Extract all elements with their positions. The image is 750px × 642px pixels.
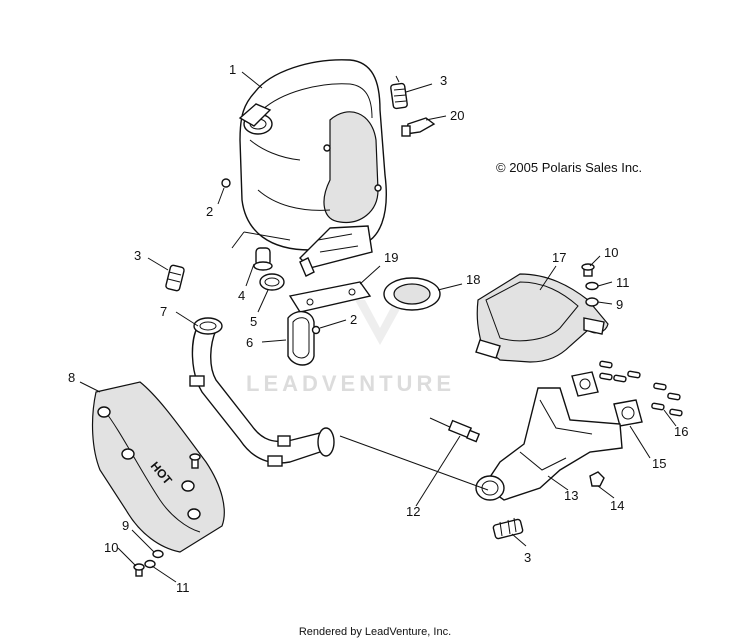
exhaust-manifold: [475, 387, 623, 501]
watermark-text: LEADVENTURE: [246, 371, 456, 396]
callout-5: 5: [250, 314, 257, 329]
copyright-text: © 2005 Polaris Sales Inc.: [496, 160, 643, 175]
studs: [599, 360, 683, 417]
gasket-oval: [287, 311, 315, 366]
spring-left: [165, 264, 185, 292]
callout-9-left: 9: [122, 518, 129, 533]
callout-19: 19: [384, 250, 398, 265]
callout-labels: 1 3 20 2 3 4 5 19 18 2 7 6 8 10 11 9 17 …: [68, 62, 688, 595]
oxygen-sensor: [429, 417, 481, 443]
callout-3-top: 3: [440, 73, 447, 88]
watermark-logo-icon: [355, 300, 405, 345]
heat-shield-right: [475, 273, 609, 363]
callout-3-left: 3: [134, 248, 141, 263]
bolt-small: [189, 453, 201, 469]
callout-9-right: 9: [616, 297, 623, 312]
spring-bottom: [492, 517, 524, 540]
callout-17: 17: [552, 250, 566, 265]
flange-gasket: [571, 371, 643, 427]
nut-right: [589, 471, 605, 487]
head-pipe: [189, 317, 335, 467]
callout-6: 6: [246, 335, 253, 350]
callout-10-right: 10: [604, 245, 618, 260]
grommet: [253, 247, 273, 271]
callout-7: 7: [160, 304, 167, 319]
callout-12: 12: [406, 504, 420, 519]
callout-10-left: 10: [104, 540, 118, 555]
gasket-ring: [383, 277, 441, 311]
callout-2-mid: 2: [350, 312, 357, 327]
callout-14: 14: [610, 498, 624, 513]
callout-15: 15: [652, 456, 666, 471]
callout-3-bottom: 3: [524, 550, 531, 565]
heat-shield-left: HOT: [91, 381, 225, 553]
callout-18: 18: [466, 272, 480, 287]
callout-11-right: 11: [616, 275, 630, 290]
footer-text: Rendered by LeadVenture, Inc.: [298, 626, 452, 638]
washer-bolt-left: [133, 549, 164, 577]
callout-8: 8: [68, 370, 75, 385]
mounting-plate: [288, 257, 372, 313]
callout-1: 1: [229, 62, 236, 77]
spring-top: [390, 75, 408, 110]
leader-lines: [79, 71, 677, 583]
callout-20: 20: [450, 108, 464, 123]
clamp: [259, 273, 285, 291]
callout-13: 13: [564, 488, 578, 503]
bracket: [401, 117, 436, 137]
callout-11-left: 11: [176, 580, 190, 595]
nut-top: [221, 178, 231, 188]
muffler: [238, 59, 387, 269]
callout-4: 4: [238, 288, 245, 303]
nut-mid: [311, 325, 321, 335]
callout-2-top: 2: [206, 204, 213, 219]
callout-16: 16: [674, 424, 688, 439]
